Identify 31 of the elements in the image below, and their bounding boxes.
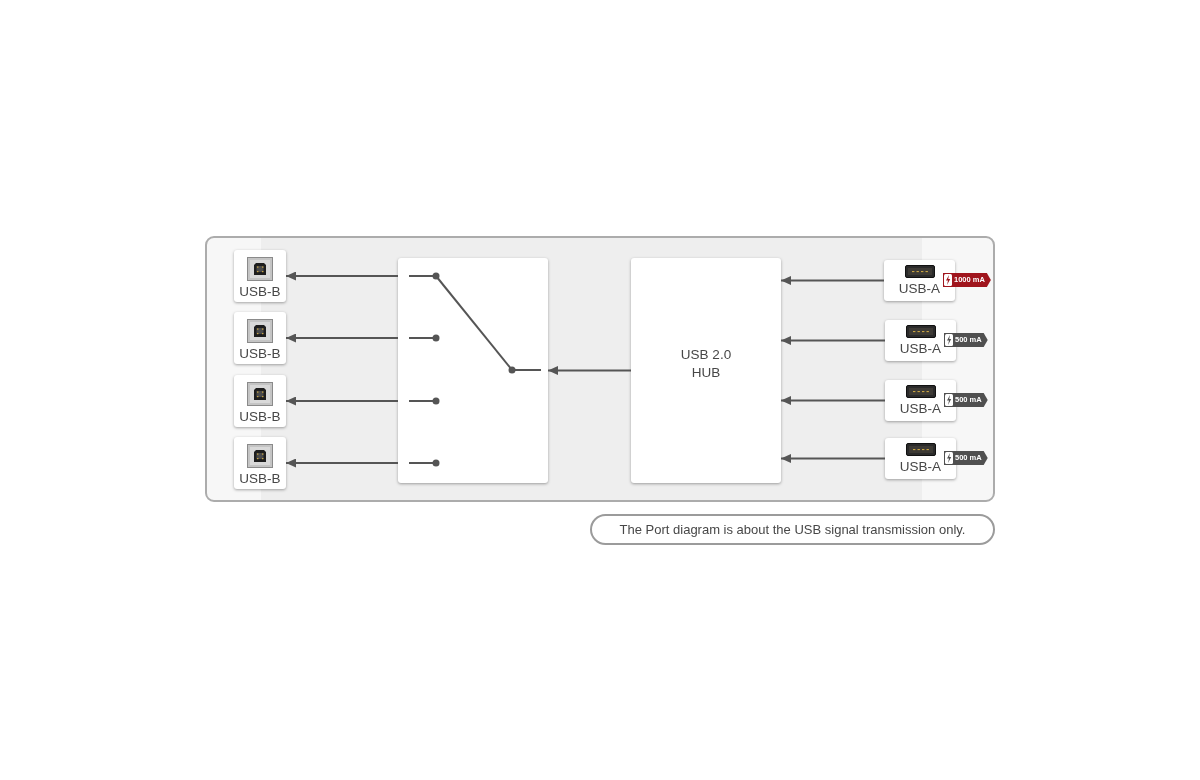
port-card	[885, 380, 956, 421]
port-card	[234, 437, 286, 489]
note-text: The Port diagram is about the USB signal transmission only.	[619, 522, 966, 537]
arrow	[780, 336, 886, 345]
port-label: USB-B	[239, 284, 281, 299]
arrow	[547, 366, 632, 375]
port-label: USB-A	[899, 401, 942, 416]
port-card	[234, 312, 286, 364]
port-label: USB-B	[239, 471, 281, 486]
port-label: USB-B	[239, 409, 281, 424]
diagram-panel	[205, 236, 995, 502]
port-card	[885, 438, 956, 479]
switch-box	[398, 258, 548, 483]
arrow	[780, 396, 886, 405]
arrow	[285, 458, 399, 468]
arrow	[780, 454, 886, 463]
note-box	[590, 514, 995, 545]
arrow	[285, 396, 399, 406]
hub-label: USB 2.0 HUB	[679, 345, 733, 382]
arrow	[285, 271, 399, 281]
hub-box	[631, 258, 781, 483]
port-card	[885, 320, 956, 361]
arrow	[285, 333, 399, 343]
port-label: USB-A	[899, 459, 942, 474]
port-label: USB-B	[239, 346, 281, 361]
port-label: USB-A	[898, 281, 941, 296]
port-card	[884, 260, 955, 301]
port-card	[234, 375, 286, 427]
port-label: USB-A	[899, 341, 942, 356]
port-card	[234, 250, 286, 302]
arrow	[780, 276, 885, 285]
